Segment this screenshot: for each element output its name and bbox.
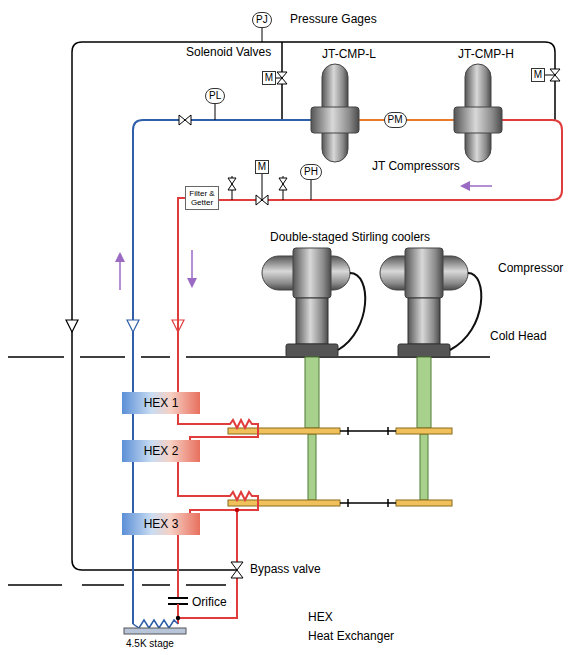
cold-head-flange <box>398 344 450 357</box>
annotation-label: Compressor <box>498 262 563 276</box>
annotation-label: Pressure Gages <box>290 13 377 27</box>
annotation-label: Solenoid Valves <box>186 46 271 60</box>
annotation-label: Bypass valve <box>250 563 321 577</box>
low-pressure-line <box>132 535 134 624</box>
compressor-collar <box>454 107 502 133</box>
annotation-label: Heat Exchanger <box>308 630 394 644</box>
high-pressure-line <box>178 414 258 440</box>
node-text: PM <box>388 114 403 126</box>
annotation-label: 4.5K stage <box>126 638 174 650</box>
node-text: M <box>258 161 266 173</box>
flange-symbol <box>66 320 78 332</box>
cold-finger <box>305 357 319 428</box>
valve-actuator: M <box>255 160 269 174</box>
stage-plate <box>124 628 186 634</box>
high-pressure-line <box>177 604 179 624</box>
compressor-collar <box>293 248 331 298</box>
cold-head <box>408 298 440 344</box>
valve-symbol <box>228 178 236 190</box>
pressure-gage: PJ <box>252 12 272 28</box>
stage-plate <box>396 428 452 434</box>
bypass-line <box>236 510 238 562</box>
high-pressure-line <box>177 535 179 598</box>
high-pressure-line <box>178 462 258 513</box>
node-text: M <box>265 72 273 84</box>
junction-dot <box>176 616 180 620</box>
annotation-label: HEX <box>308 611 333 625</box>
cold-head-flange <box>286 344 338 357</box>
pressure-gage: PH <box>300 164 322 180</box>
mid-pressure-line <box>359 119 454 121</box>
orifice-symbol <box>168 597 188 599</box>
transfer-line <box>450 273 481 350</box>
vacuum-boundary <box>80 356 125 358</box>
thermal-link <box>347 427 349 435</box>
junction-dot <box>235 508 239 512</box>
flow-arrow <box>191 250 193 286</box>
node-text: M <box>534 69 542 81</box>
high-pressure-line <box>219 120 562 200</box>
solenoid-valve <box>256 195 268 205</box>
thermal-link <box>347 499 349 507</box>
cold-finger <box>417 357 431 428</box>
node-text: PH <box>304 166 318 178</box>
compressor-collar <box>405 248 443 298</box>
solenoid-valve <box>550 69 560 81</box>
heat-exchanger: HEX 1 <box>122 392 200 414</box>
node-text: PJ <box>256 14 268 26</box>
flow-arrow <box>119 254 121 290</box>
vacuum-boundary <box>8 356 64 358</box>
thermal-link <box>387 427 389 435</box>
valve-actuator: M <box>262 71 276 85</box>
valve-symbol <box>279 178 287 190</box>
annotation-label: Orifice <box>192 596 227 610</box>
node-text: Filter & Getter <box>188 189 216 207</box>
filter-box: Filter & Getter <box>185 186 219 210</box>
vacuum-boundary <box>82 584 124 586</box>
valve-stub <box>262 174 263 200</box>
annotation-label: Cold Head <box>490 330 547 344</box>
vacuum-boundary <box>186 584 226 586</box>
annotation-label: JT Compressors <box>372 160 460 174</box>
pressure-gage: PL <box>205 88 225 104</box>
node-text: PL <box>209 90 221 102</box>
gauge-stub <box>311 180 312 200</box>
heat-exchanger: HEX 3 <box>122 513 200 535</box>
cold-finger <box>420 434 428 500</box>
flange-symbol <box>127 320 139 332</box>
gauge-line <box>72 42 555 570</box>
pressure-gage: PM <box>384 112 407 128</box>
solenoid-valve <box>277 72 287 84</box>
node-text: HEX 2 <box>144 444 179 458</box>
valve-actuator: M <box>531 68 545 82</box>
annotation-label: JT-CMP-L <box>322 48 376 62</box>
stage-coil <box>133 620 178 628</box>
cold-finger <box>308 434 316 500</box>
pipe-connector <box>132 414 134 440</box>
vacuum-boundary <box>8 584 62 586</box>
node-text: HEX 1 <box>144 396 179 410</box>
bypass-valve-symbol <box>231 562 243 578</box>
thermal-link <box>387 499 389 507</box>
annotation-label: Double-staged Stirling coolers <box>270 231 430 245</box>
node-text: HEX 3 <box>144 517 179 531</box>
gauge-stub <box>262 28 263 42</box>
vacuum-boundary <box>141 356 170 358</box>
valve-stub <box>545 75 555 76</box>
valve-symbol <box>179 115 191 125</box>
pipe-connector <box>132 462 134 513</box>
heat-exchanger: HEX 2 <box>122 440 200 462</box>
transfer-line <box>338 273 365 350</box>
vacuum-boundary <box>142 584 170 586</box>
cold-head <box>296 298 328 344</box>
annotation-label: JT-CMP-H <box>458 48 514 62</box>
compressor-collar <box>311 107 359 133</box>
stage-plate <box>396 500 452 506</box>
gauge-stub <box>215 104 216 120</box>
flow-arrow <box>462 185 492 187</box>
pipe-connector <box>178 198 185 392</box>
